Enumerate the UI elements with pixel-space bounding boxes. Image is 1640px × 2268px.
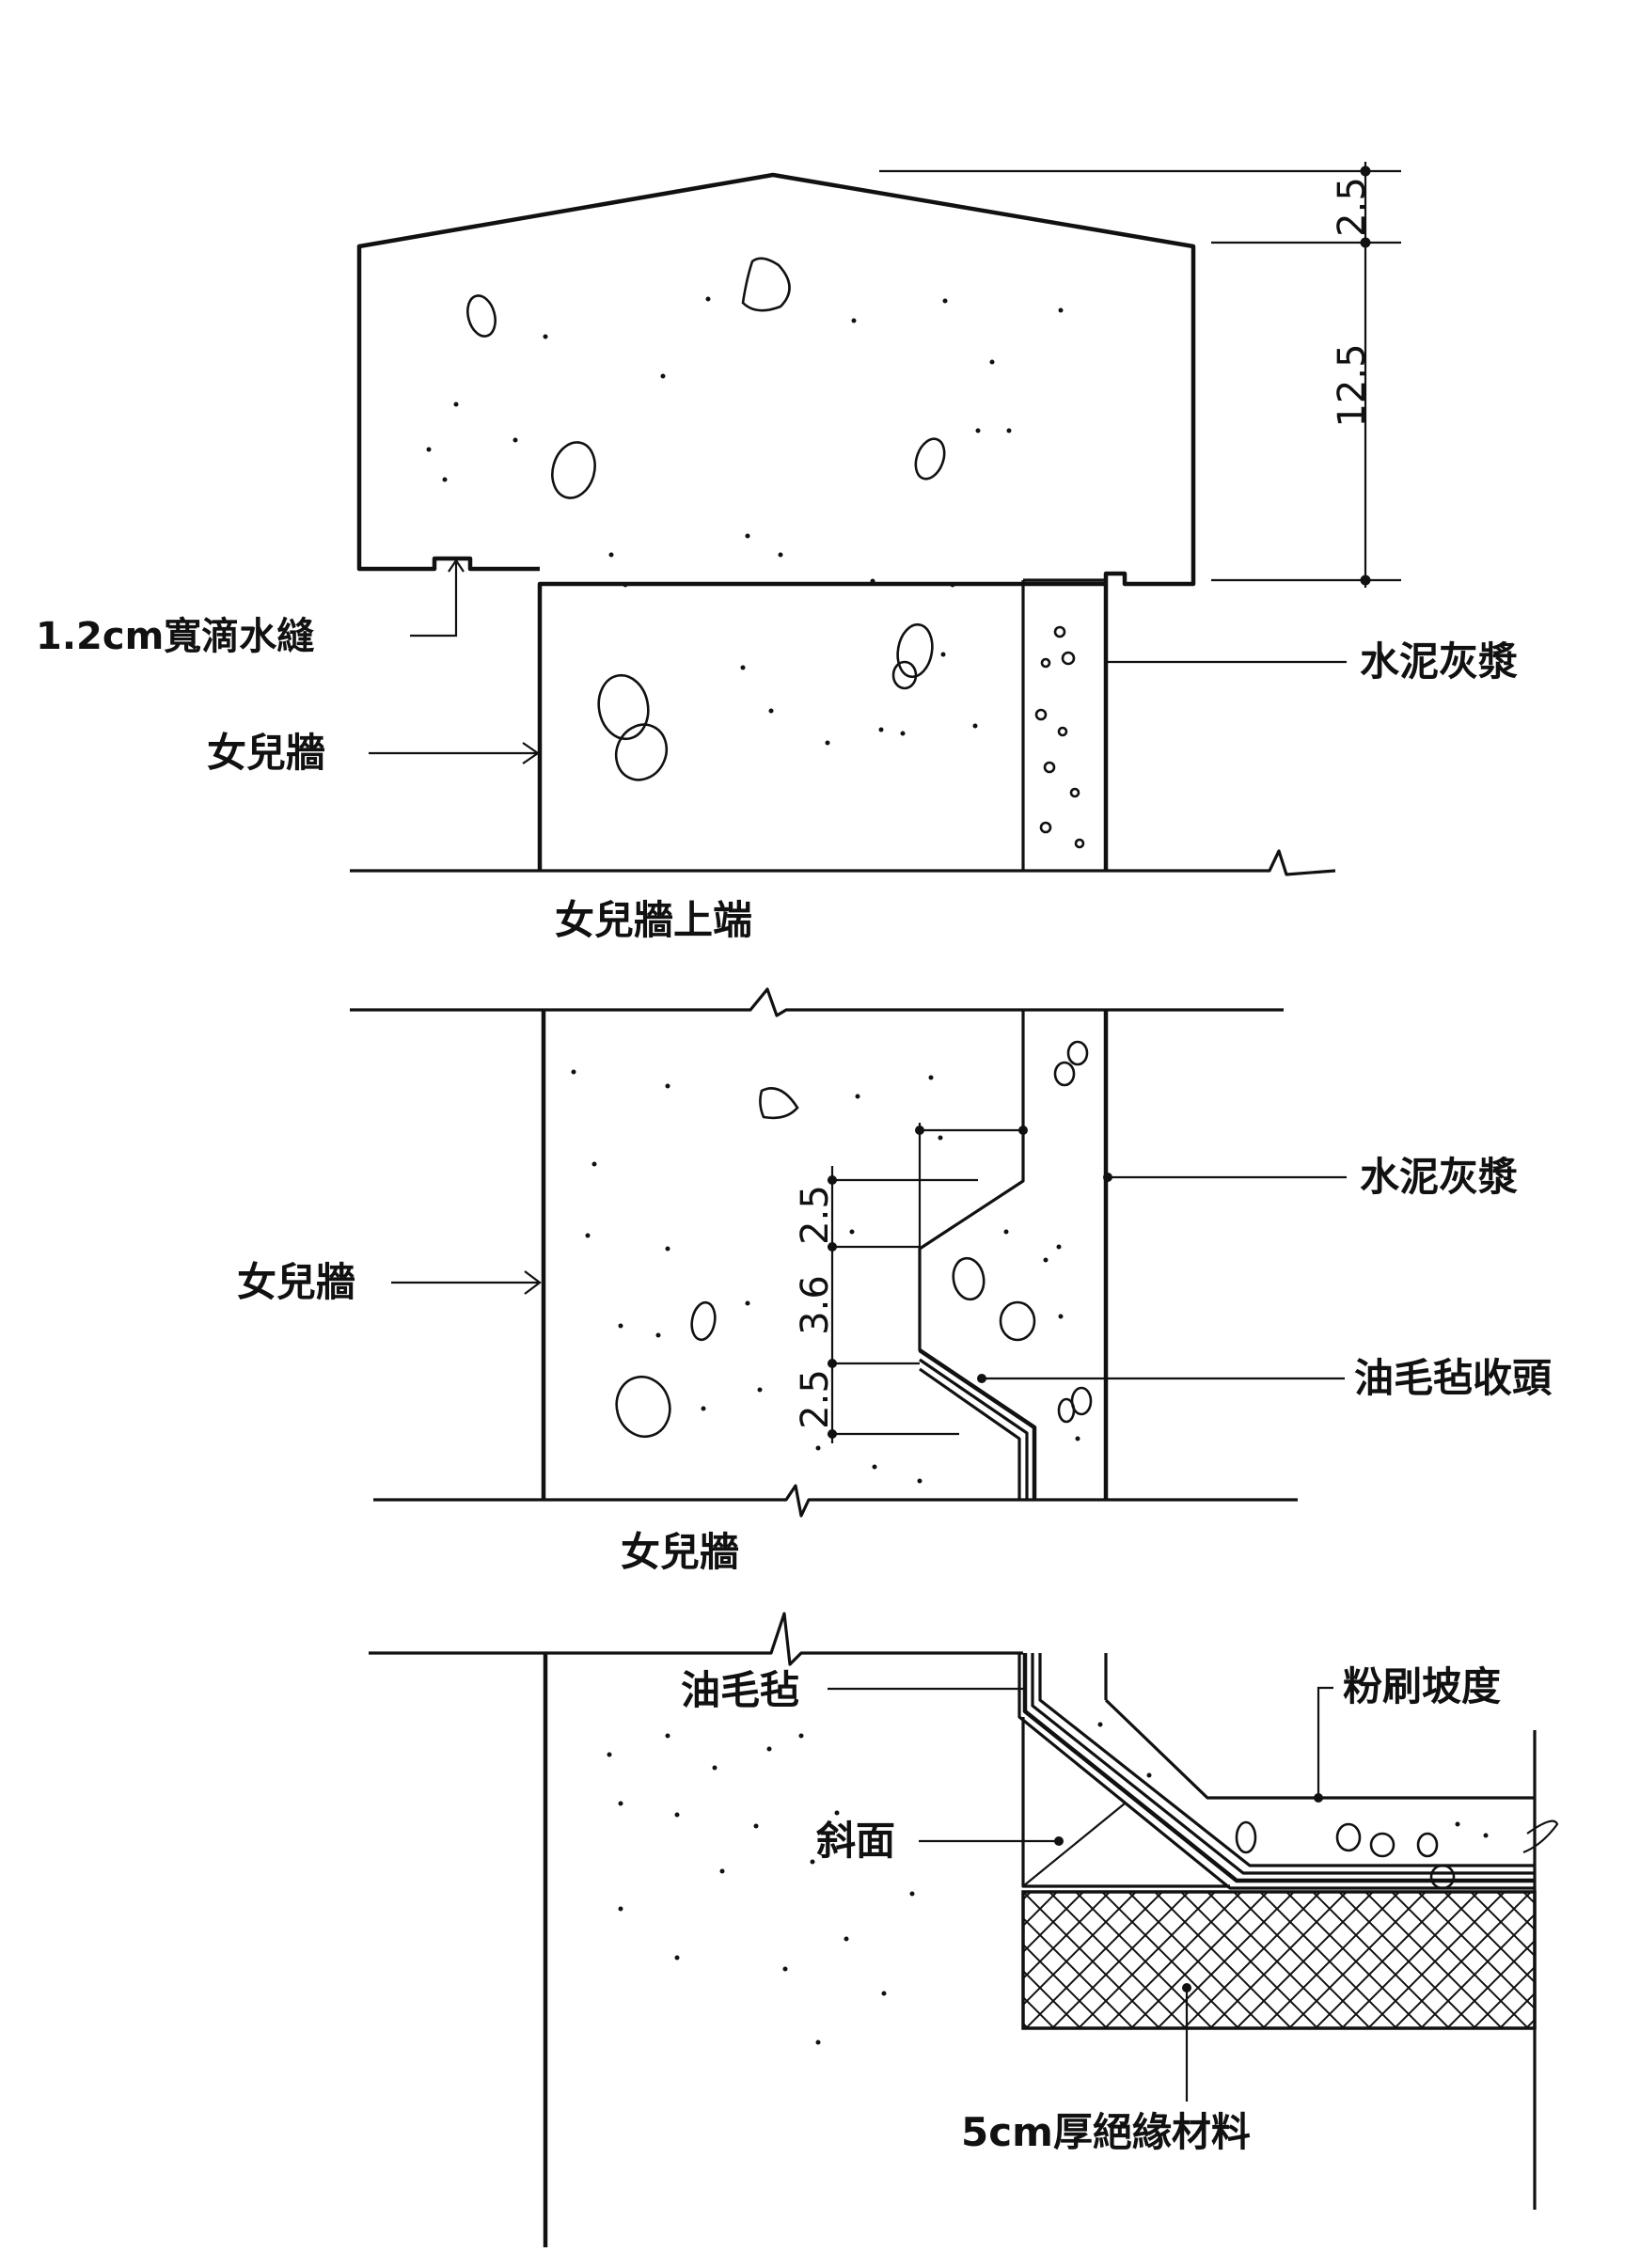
slope-label: 粉刷坡度: [1343, 1663, 1501, 1709]
section-parapet-base: 油毛毡 粉刷坡度 斜面 5cm厚絕緣材料: [369, 1612, 1559, 2247]
dim-top-label: 2.5: [1331, 177, 1374, 237]
bottom-break-line: [373, 1484, 1298, 1518]
dim-a-label: 2.5: [794, 1185, 837, 1245]
felt-layer-3: [919, 1367, 1021, 1500]
felt-run-3: [1038, 1653, 1535, 1867]
recess-profile: [918, 1136, 1036, 1500]
felt-label: 油毛毡: [681, 1667, 799, 1713]
dim-cap-label: 12.5: [1331, 343, 1374, 427]
insulation-label: 5cm厚絕緣材料: [961, 2109, 1251, 2155]
felt-layer-2: [919, 1358, 1029, 1500]
insulation-board: [1021, 1890, 1537, 2030]
concrete-dots-3: [607, 1722, 1489, 2045]
bevel-diagonal: [1022, 1803, 1126, 1887]
dim-b-label: 3.6: [794, 1275, 837, 1335]
section1-dimensions: 2.5 12.5: [879, 162, 1401, 588]
felt-layer-1: [918, 1348, 1037, 1500]
right-break-mark: [1522, 1819, 1559, 1854]
plaster-slope-line: [1104, 1698, 1535, 1800]
section-parapet-mid: 2.5 3.6 2.5 女兒牆 水泥灰漿 油毛毡收頭 女兒牆: [237, 987, 1553, 1575]
aggregate-stones-2: [615, 1040, 1093, 1439]
bevel-label: 斜面: [816, 1818, 895, 1864]
concrete-dots-2: [571, 1069, 1080, 1484]
section2-caption: 女兒牆: [621, 1529, 739, 1575]
drip-groove-leader: [410, 562, 458, 638]
section2-dimensions: 2.5 3.6 2.5: [794, 1123, 1028, 1443]
aggregate-stones: [466, 257, 1085, 849]
dim-c-label: 2.5: [794, 1369, 837, 1429]
felt-run-1: [1022, 1653, 1535, 1883]
drip-groove-label: 1.2cm寬滴水縫: [36, 615, 314, 658]
felt-run-2: [1031, 1653, 1535, 1875]
mortar-label-1: 水泥灰漿: [1360, 638, 1518, 685]
parapet-label-1: 女兒牆: [207, 730, 325, 776]
felt-end-label: 油毛毡收頭: [1354, 1355, 1553, 1401]
slope-leader: [1317, 1686, 1333, 1798]
felt-run-4: [1017, 1653, 1535, 1890]
section-parapet-top: 2.5 12.5 1.2cm寬滴水縫 女兒牆 水泥灰漿 女兒牆上端: [36, 162, 1518, 943]
concrete-dots: [426, 296, 1064, 746]
mortar-label-2: 水泥灰漿: [1360, 1154, 1518, 1200]
top-break-line: [350, 987, 1284, 1017]
aggregate-stones-3: [1235, 1820, 1456, 1890]
section1-caption: 女兒牆上端: [555, 897, 752, 943]
top-break-line-3: [369, 1612, 1023, 1666]
parapet-label-2: 女兒牆: [237, 1259, 355, 1305]
ground-line: [350, 849, 1336, 876]
coping-outline: [356, 172, 1196, 871]
